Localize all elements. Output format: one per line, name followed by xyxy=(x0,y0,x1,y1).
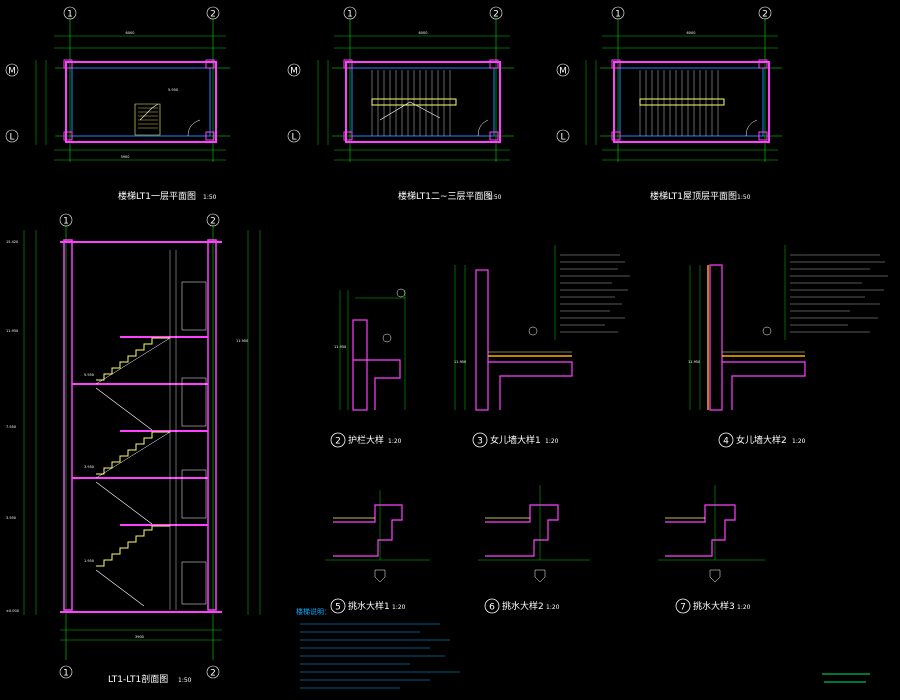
svg-text:3.950: 3.950 xyxy=(6,516,16,520)
detail-scale: 1:20 xyxy=(546,604,560,611)
svg-text:6000: 6000 xyxy=(126,31,135,35)
detail-scale: 1:20 xyxy=(392,604,406,611)
grid-label: 2 xyxy=(210,669,216,679)
grid-bubbles-section: 1 2 1 2 xyxy=(59,213,220,679)
detail-scale: 1:20 xyxy=(792,438,806,445)
svg-text:6000: 6000 xyxy=(687,31,696,35)
detail-titles-bottom: 5 6 7 挑水大样1 1:20 挑水大样2 1:20 挑水大样3 1:20 xyxy=(330,598,751,614)
grid-label: L xyxy=(291,133,296,143)
grid-label: 1 xyxy=(347,10,353,20)
plan-1: 6000 3900 5.950 xyxy=(35,18,230,162)
stair-notes: 楼梯说明： xyxy=(296,607,460,689)
detail-title: 挑水大样3 xyxy=(693,600,735,612)
grid-label: L xyxy=(9,133,14,143)
grid-label: 2 xyxy=(493,10,499,20)
grid-label: 2 xyxy=(762,10,768,20)
detail-number: 7 xyxy=(680,603,686,613)
plan-3-title: 楼梯LT1屋顶层平面图 xyxy=(650,190,737,202)
detail-title: 挑水大样1 xyxy=(348,600,390,612)
detail-number: 5 xyxy=(335,603,341,613)
detail-7 xyxy=(658,485,765,583)
grid-label: L xyxy=(560,133,565,143)
detail-4: 11.950 xyxy=(688,245,888,411)
detail-number: 4 xyxy=(723,437,729,447)
grid-label: 1 xyxy=(615,10,621,20)
svg-text:7.950: 7.950 xyxy=(6,425,16,429)
svg-text:11.950: 11.950 xyxy=(6,329,18,333)
detail-title: 女儿墙大样2 xyxy=(736,434,787,446)
svg-text:11.950: 11.950 xyxy=(688,360,700,364)
svg-text:3900: 3900 xyxy=(135,635,144,639)
svg-text:6000: 6000 xyxy=(419,31,428,35)
svg-text:5.950: 5.950 xyxy=(84,373,94,377)
plan-3-scale: 1:50 xyxy=(737,194,751,201)
detail-number: 2 xyxy=(335,437,341,447)
grid-label: 2 xyxy=(210,10,216,20)
svg-text:3900: 3900 xyxy=(121,155,130,159)
grid-label: 1 xyxy=(63,669,69,679)
section-drawing: 15.420 11.950 7.950 3.950 ±0.000 11.950 … xyxy=(6,225,261,660)
title-block-marks xyxy=(822,673,870,683)
grid-label: 2 xyxy=(210,217,216,227)
grid-bubbles-plans: 1 2 1 2 1 2 M L M L M L xyxy=(5,6,772,143)
plan-2-scale: 1:50 xyxy=(488,194,502,201)
detail-titles-top: 2 3 4 护栏大样 1:20 女儿墙大样1 1:20 女儿墙大样2 1:20 xyxy=(330,432,806,448)
svg-text:11.950: 11.950 xyxy=(334,345,346,349)
svg-text:15.420: 15.420 xyxy=(6,240,18,244)
grid-label: 1 xyxy=(63,217,69,227)
detail-3: 11.950 xyxy=(454,245,630,411)
detail-number: 3 xyxy=(477,437,483,447)
detail-title: 挑水大样2 xyxy=(502,600,544,612)
grid-label: 1 xyxy=(67,10,73,20)
svg-text:±0.000: ±0.000 xyxy=(6,609,19,613)
grid-label: M xyxy=(290,67,298,77)
svg-text:3.950: 3.950 xyxy=(84,465,94,469)
svg-text:11.950: 11.950 xyxy=(236,339,248,343)
plan-2-title: 楼梯LT1二~三层平面图 xyxy=(398,190,493,202)
plan-3: 6000 xyxy=(585,18,782,162)
section-title: LT1-LT1剖面图 xyxy=(108,673,168,685)
detail-scale: 1:20 xyxy=(545,438,559,445)
grid-label: M xyxy=(559,67,567,77)
section-scale: 1:50 xyxy=(178,677,192,684)
grid-label: M xyxy=(8,67,16,77)
detail-title: 护栏大样 xyxy=(348,434,384,446)
svg-text:1.950: 1.950 xyxy=(84,559,94,563)
detail-number: 6 xyxy=(489,603,495,613)
detail-scale: 1:20 xyxy=(737,604,751,611)
plan-1-scale: 1:50 xyxy=(203,194,217,201)
detail-6 xyxy=(478,485,590,583)
plan-1-title: 楼梯LT1一层平面图 xyxy=(118,190,196,202)
notes-heading: 楼梯说明： xyxy=(296,607,331,616)
detail-2: 11.950 xyxy=(334,288,406,411)
detail-scale: 1:20 xyxy=(388,438,402,445)
svg-text:5.950: 5.950 xyxy=(168,88,178,92)
plan-2: 6000 xyxy=(317,18,514,162)
plan-titles: 楼梯LT1一层平面图 1:50 楼梯LT1二~三层平面图 1:50 楼梯LT1屋… xyxy=(118,190,751,202)
detail-5 xyxy=(325,490,430,583)
svg-text:11.950: 11.950 xyxy=(454,360,466,364)
detail-title: 女儿墙大样1 xyxy=(490,434,541,446)
